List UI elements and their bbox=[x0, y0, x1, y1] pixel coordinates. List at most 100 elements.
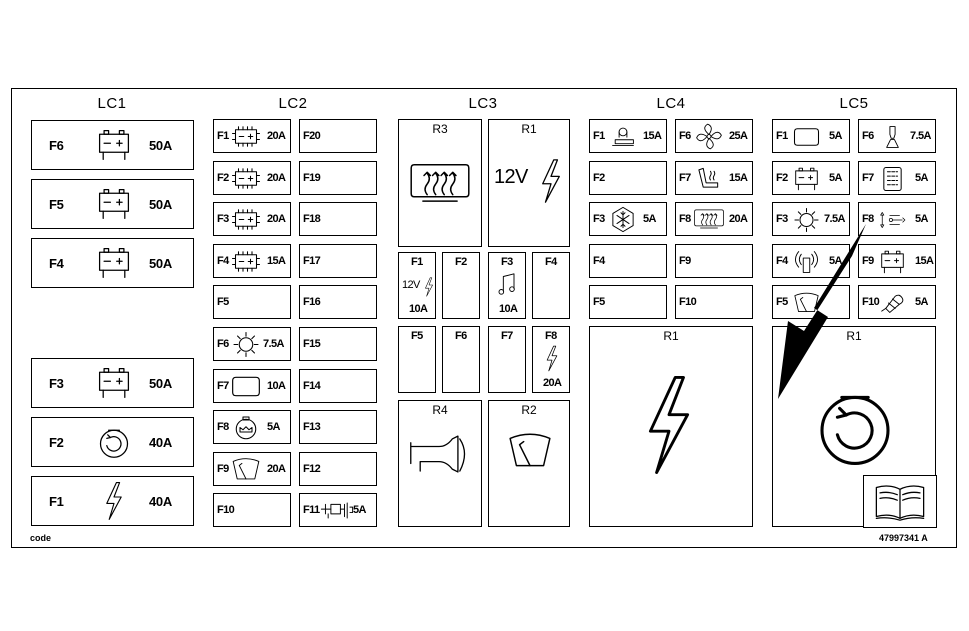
fuse-number: F1 bbox=[776, 130, 788, 142]
rear-defrost-icon bbox=[693, 206, 725, 233]
fuse-slot-f6[interactable]: F6 bbox=[442, 326, 480, 393]
fuse-slot-f2[interactable]: F2 bbox=[442, 252, 480, 319]
fuse-slot-right-f14[interactable]: F14 bbox=[299, 368, 377, 403]
fuse-number: F1 bbox=[217, 130, 229, 142]
fuse-amperage: 7.5A bbox=[263, 338, 284, 350]
group-title-lc3: LC3 bbox=[468, 95, 498, 112]
fuse-slot-f7[interactable]: F7 bbox=[488, 326, 526, 393]
fuse-number: F3 bbox=[776, 213, 788, 226]
relay-label: R3 bbox=[432, 122, 448, 136]
fuse-number: F2 bbox=[776, 171, 788, 184]
fuse-number: F11 bbox=[303, 504, 320, 517]
fuse-slot-left-f2[interactable]: F2 bbox=[589, 160, 667, 195]
fuse-number: F1 bbox=[411, 256, 423, 268]
fuse-slot-left-f5[interactable]: F5 bbox=[589, 285, 667, 320]
fuse-number: F5 bbox=[411, 330, 423, 342]
relay-slot-r4[interactable]: R4 bbox=[398, 400, 482, 527]
fuse-slot-right-f18[interactable]: F18 bbox=[299, 202, 377, 237]
relay-slot-r3[interactable]: R3 bbox=[398, 119, 482, 247]
fuse-number: F8 bbox=[217, 421, 229, 434]
fuse-slot-right-f19[interactable]: F19 bbox=[299, 160, 377, 195]
fuse-number: F20 bbox=[303, 130, 321, 142]
fuse-amperage: 7.5A bbox=[824, 213, 845, 226]
fuse-number: F3 bbox=[49, 376, 64, 391]
relay-label: R2 bbox=[521, 403, 537, 417]
fuse-slot-left-f5[interactable]: F5 bbox=[213, 285, 291, 320]
lightning-icon bbox=[423, 275, 435, 299]
fuse-slot-left-f4[interactable]: F4 bbox=[589, 243, 667, 278]
fuse-amperage: 20A bbox=[267, 462, 286, 475]
battery-icon bbox=[879, 249, 906, 275]
fuse-slot-right-f15[interactable]: F15 bbox=[299, 327, 377, 361]
display-icon bbox=[231, 373, 261, 400]
fuse-slot-right-f16[interactable]: F16 bbox=[299, 285, 377, 320]
fuse-slot-right-f12[interactable]: F12 bbox=[299, 451, 377, 486]
fuse-slot-left-f3[interactable]: F3 7.5A bbox=[772, 202, 850, 237]
fuse-amperage: 10A bbox=[499, 303, 518, 315]
fuse-slot-left-f10[interactable]: F10 bbox=[213, 493, 291, 528]
engine-start-icon bbox=[96, 422, 132, 462]
fuse-amperage: 20A bbox=[267, 213, 286, 226]
heated-seat-icon bbox=[696, 165, 722, 192]
fuse-slot-right-f10[interactable]: F10 bbox=[675, 285, 753, 320]
fuse-slot-right-f9[interactable]: F9 bbox=[675, 243, 753, 278]
music-icon bbox=[498, 271, 518, 298]
ecu-icon bbox=[231, 206, 261, 233]
relay-slot-r1[interactable]: R1 bbox=[589, 326, 753, 527]
fuse-number: F1 bbox=[49, 494, 64, 509]
footer-part-number: 47997341 A bbox=[879, 533, 928, 543]
fuse-slot-left-f5[interactable]: F5 bbox=[772, 285, 850, 320]
fuse-slot-right-f17[interactable]: F17 bbox=[299, 243, 377, 278]
fuse-slot-right-f20[interactable]: F20 bbox=[299, 119, 377, 153]
fuse-number: F2 bbox=[217, 171, 229, 184]
fuse-number: F7 bbox=[862, 171, 874, 184]
fuse-number: F14 bbox=[303, 379, 321, 392]
cigarette-lighter-icon bbox=[610, 123, 636, 150]
fuse-number: F4 bbox=[593, 254, 605, 267]
fuse-slot-f5[interactable]: F5 bbox=[398, 326, 436, 393]
group-title-lc4: LC4 bbox=[656, 95, 686, 112]
fuse-number: F10 bbox=[679, 296, 697, 309]
display-icon bbox=[793, 124, 820, 150]
sun-icon bbox=[793, 207, 820, 233]
fuse-number: F1 bbox=[593, 130, 605, 142]
fuse-slot-right-f13[interactable]: F13 bbox=[299, 410, 377, 445]
lightning-icon bbox=[537, 158, 565, 204]
fuse-number: F9 bbox=[862, 254, 874, 267]
relay-slot-r2[interactable]: R2 bbox=[488, 400, 570, 527]
fuse-voltage: 12V bbox=[402, 279, 420, 291]
fuse-slot-f4[interactable]: F4 bbox=[532, 252, 570, 319]
